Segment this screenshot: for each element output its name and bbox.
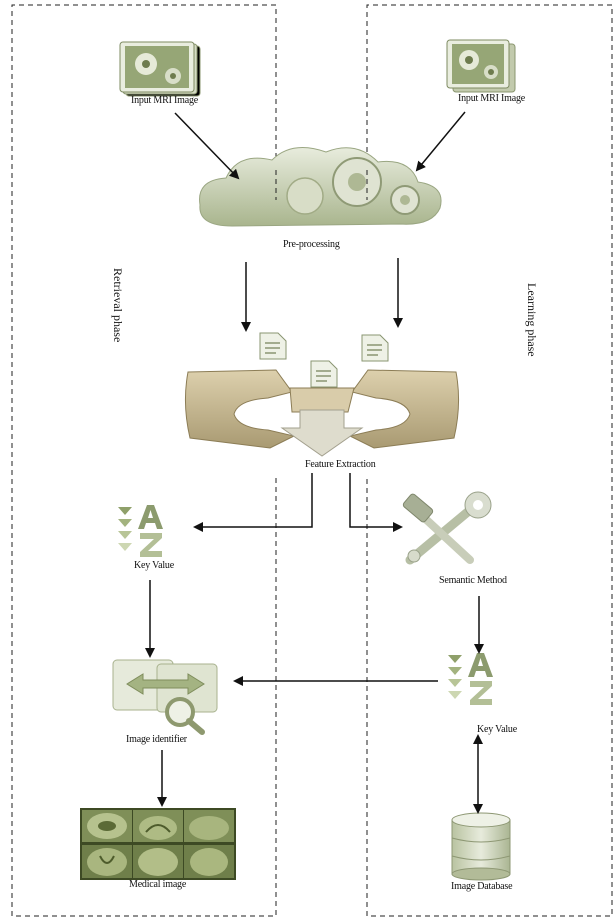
preprocessing-label: Pre-processing xyxy=(283,239,340,250)
photo-stack-icon xyxy=(447,40,515,92)
learning-phase-label: Learning phase xyxy=(513,283,539,357)
key-value-label-right: Key Value xyxy=(477,724,517,735)
learning-phase-box xyxy=(367,5,612,916)
image-database-label: Image Database xyxy=(451,881,512,892)
key-value-label-left: Key Value xyxy=(134,560,174,571)
arrow-input-left-to-preprocessing xyxy=(175,113,238,178)
arrow-input-right-to-preprocessing xyxy=(417,112,465,170)
sort-az-icon xyxy=(448,653,493,705)
document-icon xyxy=(311,361,337,387)
database-cylinder-icon xyxy=(452,813,510,880)
medical-image-label: Medical image xyxy=(129,879,186,890)
image-identifier-label: Image identifier xyxy=(126,734,187,745)
compare-magnifier-icon xyxy=(113,660,217,732)
arrow-feature-to-key-value xyxy=(195,473,312,527)
retrieval-phase-box xyxy=(12,5,276,916)
input-mri-label-right: Input MRI Image xyxy=(458,93,525,104)
document-icon xyxy=(260,333,286,359)
brain-mri-slices-icon xyxy=(80,808,236,880)
cloud-gears-icon xyxy=(200,148,442,227)
feature-extraction-label: Feature Extraction xyxy=(305,459,376,470)
sort-az-icon xyxy=(118,505,163,557)
photo-stack-icon xyxy=(120,42,200,96)
arrow-feature-to-semantic xyxy=(350,473,401,527)
wrench-hammer-icon xyxy=(402,492,491,562)
document-icon xyxy=(362,335,388,361)
retrieval-phase-label: Retrieval phase xyxy=(110,268,125,342)
input-mri-label-left: Input MRI Image xyxy=(131,95,198,106)
semantic-method-label: Semantic Method xyxy=(439,575,507,586)
